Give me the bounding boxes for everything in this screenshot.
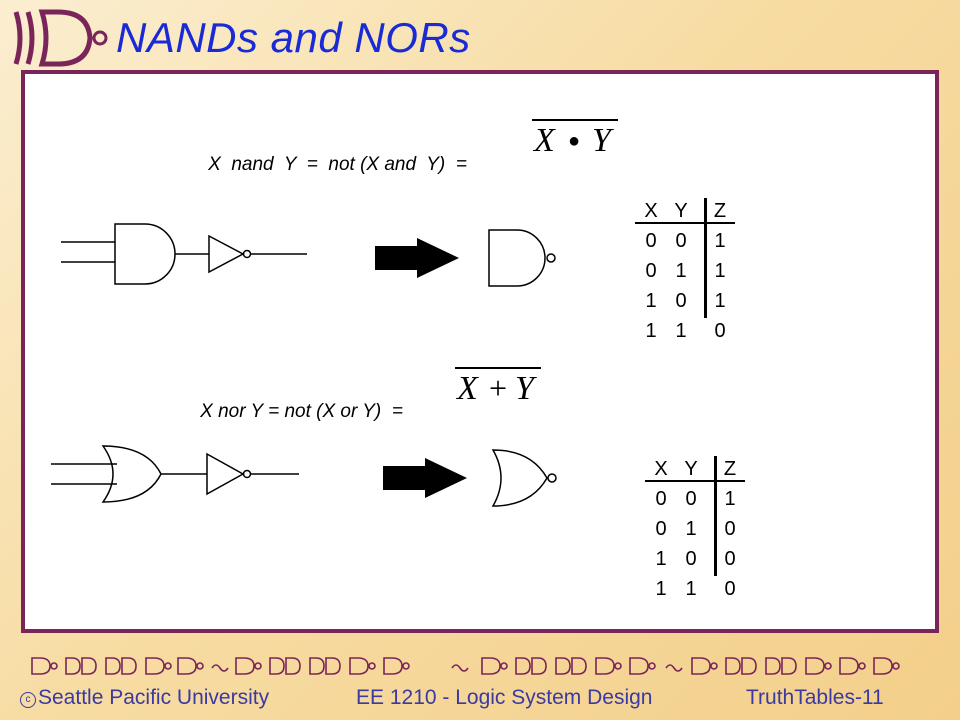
table-cell: 1 (714, 260, 726, 282)
table-cell: 1 (714, 230, 726, 252)
table-cell: 0 (714, 320, 726, 342)
table-row: 0 1 0 (645, 514, 755, 544)
nand-header-y: Y (674, 200, 688, 222)
table-cell: 1 (685, 518, 697, 540)
nor-equation: X nor Y = not (X or Y) = (179, 379, 403, 445)
content-panel: X nand Y = not (X and Y) = X ● Y (21, 70, 939, 633)
footer-slide-id: TruthTables-11 (746, 686, 884, 709)
table-cell: 1 (645, 290, 657, 312)
table-cell: 1 (655, 578, 667, 600)
nand-formula-op: ● (568, 130, 581, 152)
table-cell: 0 (724, 578, 736, 600)
nand-table-header: X Y Z (635, 196, 745, 226)
nor-table-header: X Y Z (645, 454, 755, 484)
nor-header-z: Z (723, 458, 737, 480)
table-row: 0 0 1 (645, 484, 755, 514)
nand-gate (488, 229, 556, 287)
table-cell: 0 (655, 518, 667, 540)
table-cell: 1 (724, 488, 736, 510)
table-cell: 1 (655, 548, 667, 570)
nor-header-y: Y (684, 458, 698, 480)
nor-formula: X + Y (453, 364, 545, 407)
nand-formula: X ● Y (530, 116, 620, 159)
table-row: 0 0 1 (635, 226, 745, 256)
gate-pattern-decoration (31, 657, 900, 675)
table-cell: 1 (675, 260, 687, 282)
table-cell: 0 (645, 260, 657, 282)
nor-header-x: X (654, 458, 668, 480)
nand-formula-x: X (534, 122, 555, 159)
nand-truth-table: X Y Z 0 0 1 0 1 1 1 0 1 1 1 0 (635, 196, 745, 348)
table-cell: 0 (675, 290, 687, 312)
nor-equation-text: X nor Y = not (X or Y) = (200, 401, 403, 422)
nand-formula-y: Y (592, 122, 611, 159)
right-arrow-icon (375, 238, 459, 278)
nor-diagram (51, 445, 557, 507)
slide-title: NANDs and NORs (116, 14, 471, 61)
table-cell: 1 (685, 578, 697, 600)
table-cell: 1 (675, 320, 687, 342)
nand-diagram (61, 223, 556, 287)
right-arrow-icon (383, 458, 467, 498)
table-cell: 0 (724, 518, 736, 540)
nand-gate-logo-icon (13, 9, 108, 67)
table-cell: 1 (645, 320, 657, 342)
table-cell: 0 (724, 548, 736, 570)
nand-header-x: X (644, 200, 658, 222)
table-cell: 1 (714, 290, 726, 312)
footer-university-text: Seattle Pacific University (38, 686, 270, 709)
inverter-gate (208, 234, 307, 274)
nand-equation-text: X nand Y = not (X and Y) = (208, 154, 467, 175)
table-row: 1 0 1 (635, 286, 745, 316)
nor-truth-table: X Y Z 0 0 1 0 1 0 1 0 0 1 1 0 (645, 454, 755, 606)
nand-header-z: Z (713, 200, 727, 222)
table-row: 1 0 0 (645, 544, 755, 574)
table-cell: 0 (685, 488, 697, 510)
nand-equation: X nand Y = not (X and Y) = (187, 132, 467, 198)
or-gate (51, 445, 207, 503)
table-cell: 0 (685, 548, 697, 570)
nor-gate (491, 449, 557, 507)
table-cell: 0 (645, 230, 657, 252)
table-cell: 0 (675, 230, 687, 252)
nor-formula-y: Y (515, 370, 534, 407)
table-row: 1 1 0 (645, 574, 755, 604)
and-gate (61, 223, 209, 285)
copyright-icon: c (20, 692, 36, 708)
table-row: 1 1 0 (635, 316, 745, 346)
table-cell: 0 (655, 488, 667, 510)
footer-course: EE 1210 - Logic System Design (356, 686, 653, 709)
inverter-gate (206, 452, 299, 496)
nor-formula-x: X (457, 370, 478, 407)
table-row: 0 1 1 (635, 256, 745, 286)
nor-formula-op: + (489, 370, 508, 406)
